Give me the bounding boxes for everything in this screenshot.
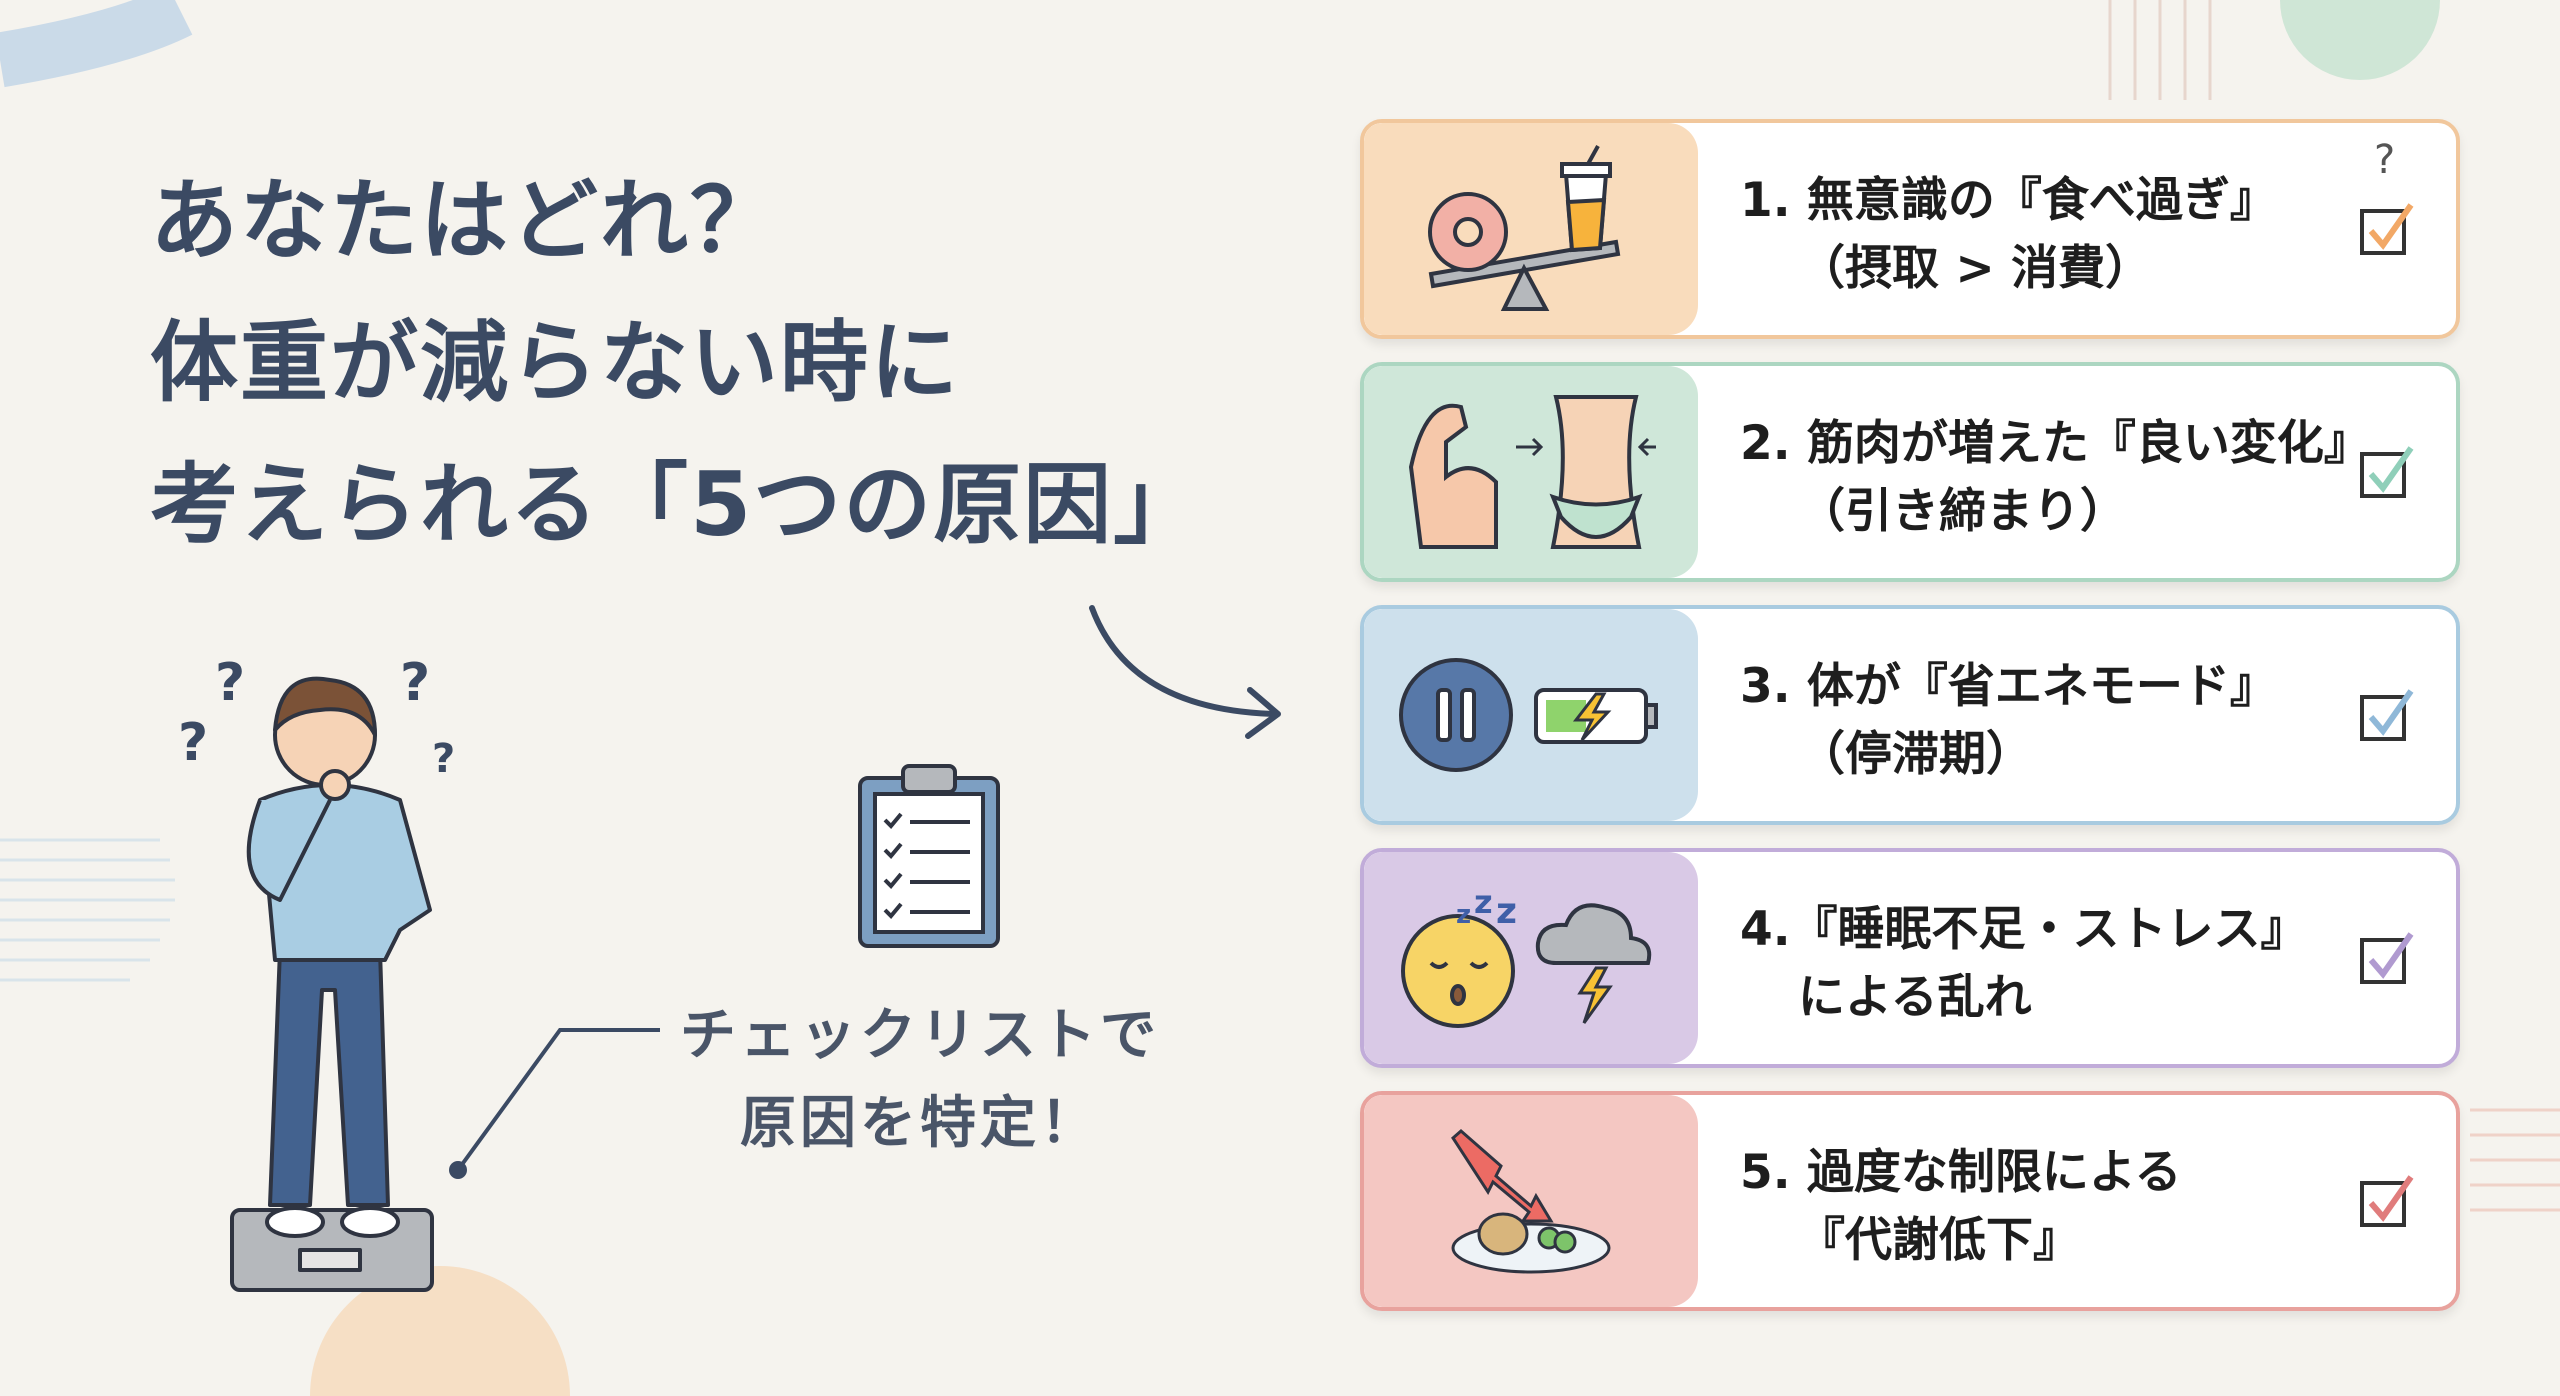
question-mark-icon: ? [2374, 137, 2396, 183]
svg-text:?: ? [432, 736, 455, 782]
svg-text:z: z [1474, 883, 1493, 921]
cause-card-2[interactable]: 2. 筋肉が増えた『良い変化』 （引き締まり） [1360, 362, 2460, 582]
confused-person-illustration: ???? [178, 653, 455, 1292]
pause-battery-icon [1399, 658, 1658, 772]
cause-5-checkbox[interactable] [2359, 1173, 2415, 1229]
title-line-3: 考えられる「5つの原因」 [150, 453, 1204, 556]
cause-4-text: 4.『睡眠不足・ストレス』 による乱れ [1740, 896, 2308, 1032]
caption-line-2: 原因を特定！ [740, 1091, 1100, 1156]
cause-4-checkbox[interactable] [2359, 930, 2415, 986]
curved-arrow-icon [1089, 605, 1281, 739]
cause-1-text: 1. 無意識の『食べ過ぎ』 （摂取 > 消費） [1740, 167, 2277, 303]
cause-2-subtitle: （引き締まり） [1798, 484, 2127, 539]
cause-card-3[interactable]: 3. 体が『省エネモード』 （停滞期） [1360, 605, 2460, 825]
muscle-waist-icon [1408, 395, 1656, 549]
title-line-2: 体重が減らない時に [150, 311, 961, 414]
svg-text:?: ? [400, 653, 430, 713]
clipboard-checklist-icon [858, 764, 1000, 948]
cause-5-title: 5. 過度な制限による [1740, 1145, 2182, 1200]
cause-3-title: 3. 体が『省エネモード』 [1740, 659, 2277, 714]
cause-2-title: 2. 筋肉が増えた『良い変化』 [1740, 416, 2371, 471]
title-line-1: あなたはどれ？ [150, 169, 781, 272]
cause-2-icon-panel [1364, 366, 1698, 578]
cause-1-subtitle: （摂取 > 消費） [1798, 241, 2153, 296]
page-title: あなたはどれ？ 体重が減らない時に 考えられる「5つの原因」 [150, 150, 1203, 576]
cause-1-title: 1. 無意識の『食べ過ぎ』 [1740, 173, 2277, 228]
caption-line-1: チェックリストで [680, 1003, 1160, 1068]
cause-2-text: 2. 筋肉が増えた『良い変化』 （引き締まり） [1740, 410, 2371, 546]
svg-text:z: z [1496, 891, 1517, 932]
cause-3-subtitle: （停滞期） [1798, 727, 2033, 782]
cause-3-checkbox[interactable] [2359, 687, 2415, 743]
cause-4-title: 4.『睡眠不足・ストレス』 [1740, 902, 2308, 957]
checklist-caption: チェックリストで 原因を特定！ [680, 992, 1160, 1168]
cause-2-checkbox[interactable] [2359, 444, 2415, 500]
cause-1-icon-panel [1364, 123, 1698, 335]
pointer-line [449, 1028, 660, 1179]
cause-card-1[interactable]: 1. 無意識の『食べ過ぎ』 （摂取 > 消費） ? [1360, 119, 2460, 339]
svg-text:z: z [1456, 900, 1471, 930]
svg-text:?: ? [178, 713, 208, 773]
cause-5-text: 5. 過度な制限による 『代謝低下』 [1740, 1139, 2182, 1275]
cause-3-text: 3. 体が『省エネモード』 （停滞期） [1740, 653, 2277, 789]
cause-1-checkbox[interactable] [2359, 201, 2415, 257]
donut-juice-scale-icon [1428, 145, 1621, 311]
cause-4-subtitle: による乱れ [1798, 970, 2032, 1025]
cause-card-5[interactable]: 5. 過度な制限による 『代謝低下』 [1360, 1091, 2460, 1311]
down-arrow-plate-icon [1451, 1129, 1611, 1274]
cause-5-subtitle: 『代謝低下』 [1798, 1213, 2080, 1268]
svg-text:?: ? [215, 653, 245, 713]
cause-3-icon-panel [1364, 609, 1698, 821]
cause-5-icon-panel [1364, 1095, 1698, 1307]
